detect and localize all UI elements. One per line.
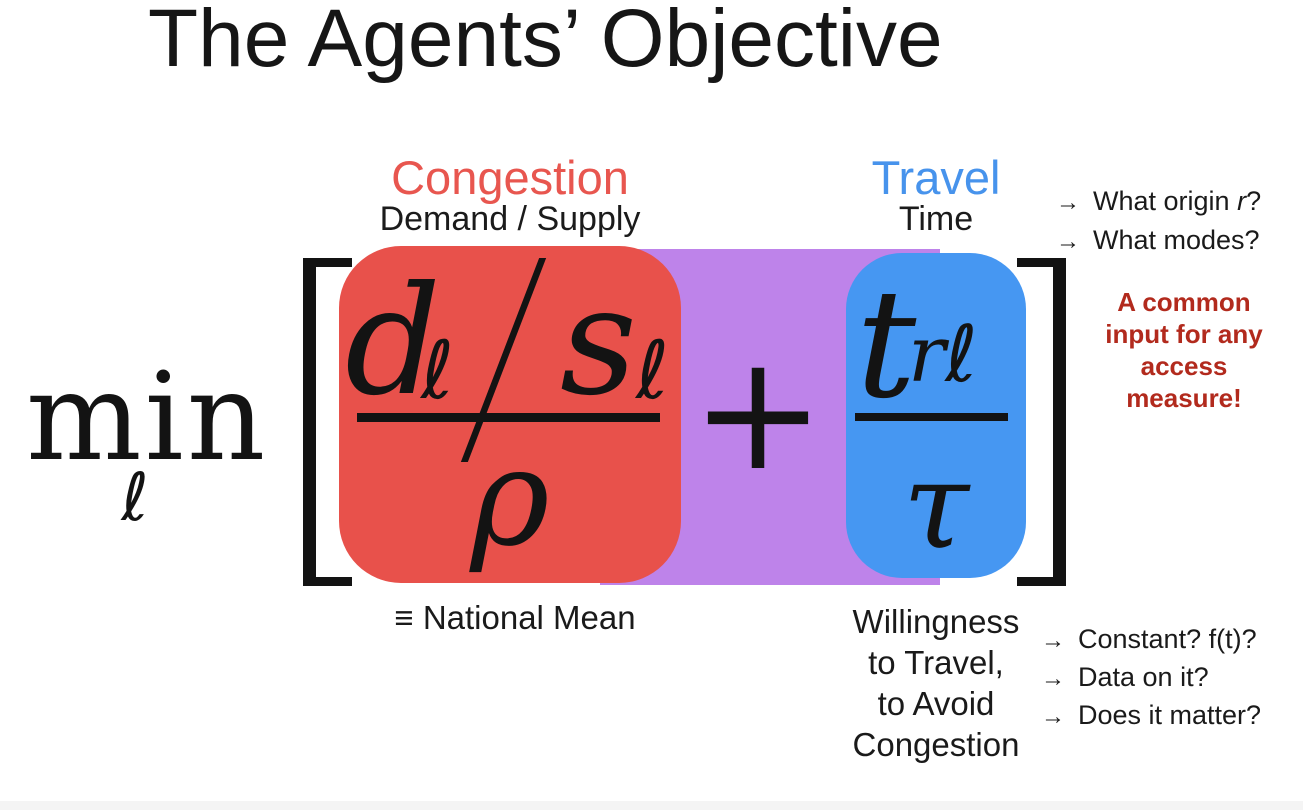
plus-sign: +	[690, 319, 826, 506]
travel-sublabel: Time	[898, 200, 974, 238]
national-mean-note: ≡ National Mean	[394, 599, 636, 636]
math-t-subscript-rl: rℓ	[908, 310, 978, 400]
min-operator: min	[26, 346, 269, 488]
math-tau: τ	[902, 437, 970, 576]
congestion-sublabel: Demand / Supply	[379, 200, 641, 238]
annotation-text: Data on it?	[1078, 662, 1209, 692]
annotation-text-post: ?	[1246, 186, 1262, 216]
annotation-what-origin: → What origin r?	[1056, 186, 1261, 225]
callout-line: measure!	[1126, 383, 1242, 413]
travel-fraction-line	[855, 413, 1008, 421]
annotations-bottom-right: → Constant? f(t)? → Data on it? → Does i…	[1041, 624, 1261, 738]
left-bracket: [	[303, 258, 352, 586]
right-arrow-icon: →	[1041, 627, 1065, 654]
congestion-fraction-line	[357, 413, 660, 422]
bottom-edge-strip	[0, 801, 1303, 810]
right-arrow-icon: →	[1041, 665, 1065, 692]
annotation-what-modes: → What modes?	[1056, 225, 1261, 264]
math-rho: ρ	[470, 419, 550, 576]
right-bracket: ]	[1017, 258, 1066, 586]
callout-line: input for any	[1105, 319, 1263, 349]
willingness-line: to Avoid	[877, 685, 995, 722]
math-s: s	[560, 255, 637, 429]
annotation-text: Constant? f(t)?	[1078, 624, 1257, 654]
annotation-data-on-it: → Data on it?	[1041, 662, 1261, 700]
callout-common-input: A common input for any access measure!	[1098, 286, 1270, 414]
callout-line: access	[1140, 351, 1228, 381]
math-d-subscript-ell: ℓ	[421, 324, 455, 417]
annotation-var-r: r	[1237, 186, 1247, 216]
willingness-note: Willingness to Travel, to Avoid Congesti…	[821, 601, 1051, 765]
willingness-line: to Travel,	[868, 644, 1004, 681]
willingness-line: Willingness	[852, 603, 1020, 640]
right-arrow-icon: →	[1056, 189, 1080, 216]
travel-label: Travel	[871, 151, 1001, 204]
math-s-subscript-ell: ℓ	[636, 324, 670, 417]
math-d: d	[345, 255, 442, 429]
right-arrow-icon: →	[1056, 228, 1080, 255]
min-subscript-ell: ℓ	[121, 459, 149, 536]
right-arrow-icon: →	[1041, 703, 1065, 730]
annotation-text: What modes?	[1093, 225, 1260, 255]
willingness-line: Congestion	[852, 726, 1020, 763]
annotation-does-it-matter: → Does it matter?	[1041, 700, 1261, 738]
congestion-label: Congestion	[391, 151, 629, 204]
math-t: t	[856, 258, 917, 432]
annotations-top-right: → What origin r? → What modes?	[1056, 186, 1261, 264]
slide-title: The Agents’ Objective	[148, 0, 943, 84]
annotation-text: Does it matter?	[1078, 700, 1262, 730]
annotation-text: What origin r?	[1093, 186, 1261, 217]
callout-line: A common	[1117, 287, 1251, 317]
annotation-text-pre: What origin	[1093, 186, 1238, 216]
annotation-constant: → Constant? f(t)?	[1041, 624, 1261, 662]
